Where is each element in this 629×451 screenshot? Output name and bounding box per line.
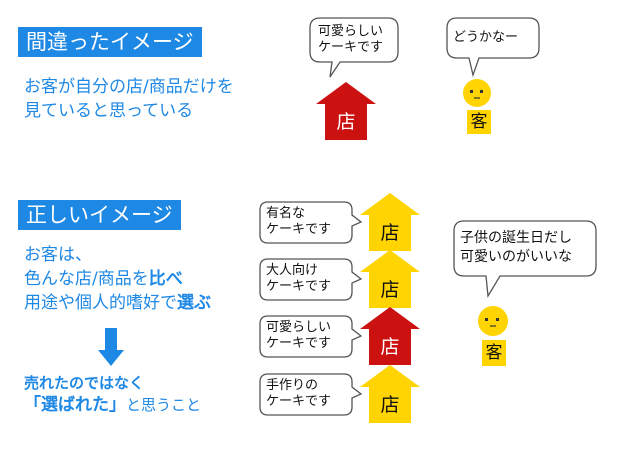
wrong-image-desc-line2: 見ていると思っている: [24, 101, 194, 121]
wrong-image-banner: 間違ったイメージ: [18, 27, 202, 57]
customer-label: 客: [482, 340, 506, 366]
customer-speech-bubble-bottom: 子供の誕生日だし 可愛いのがいいな: [452, 220, 598, 300]
bubble-text-line1: 有名な: [266, 206, 306, 221]
bubble-text-line2: 可愛いのがいいな: [460, 249, 572, 265]
desc-line3-emphasis: 選ぶ: [177, 293, 211, 313]
shop-house-icon: 店: [360, 250, 420, 308]
correct-image-banner: 正しいイメージ: [18, 200, 181, 230]
conclusion-line1: 売れたのではなく: [24, 374, 145, 392]
bubble-text-line1: 可愛らしい: [266, 320, 332, 335]
correct-desc-line1: お客は、: [24, 245, 92, 265]
shop-label: 店: [380, 394, 400, 416]
customer-face-icon: [463, 79, 491, 107]
shop-house-icon: 店: [360, 193, 420, 251]
conclusion-emphasis: 「選ばれた」: [24, 395, 126, 415]
down-arrow-icon: [98, 328, 124, 366]
bubble-text-line1: 子供の誕生日だし: [460, 230, 572, 246]
conclusion-line2: 「選ばれた」と思うこと: [24, 394, 201, 416]
bubble-text: どうかなー: [453, 30, 519, 45]
bubble-shape: [259, 373, 363, 416]
bubble-shape: [259, 315, 363, 358]
bubble-text-line2: ケーキです: [266, 279, 332, 294]
shop-label: 店: [380, 222, 400, 244]
bubble-shape: [259, 258, 363, 301]
customer-speech-bubble: どうかなー: [445, 17, 541, 78]
shop-label: 店: [380, 279, 400, 301]
bubble-shape: [259, 201, 363, 244]
shop-house-icon: 店: [360, 365, 420, 423]
desc-line2-text: 色んな店/商品を: [24, 269, 149, 289]
bubble-text-line1: 手作りの: [266, 378, 319, 393]
customer-face-icon: [478, 306, 508, 336]
bubble-shape: [309, 17, 399, 78]
bubble-text-line1: 大人向け: [266, 263, 319, 278]
shop-speech-bubble: 手作りのケーキです: [258, 373, 363, 417]
shop-speech-bubble: 可愛らしい ケーキです: [308, 17, 400, 78]
shop-house-icon: 店: [316, 82, 376, 140]
conclusion-text: と思うこと: [126, 396, 202, 414]
shop-label: 店: [380, 336, 400, 358]
desc-line2-emphasis: 比べ: [148, 269, 183, 289]
bubble-text-line2: ケーキです: [318, 40, 384, 55]
shop-speech-bubble: 可愛らしいケーキです: [258, 315, 363, 359]
shop-label: 店: [336, 111, 356, 133]
bubble-shape: [453, 220, 597, 299]
bubble-text-line2: ケーキです: [266, 394, 332, 409]
desc-line3-text: 用途や個人的嗜好で: [24, 293, 177, 313]
bubble-shape: [446, 17, 540, 78]
correct-desc-line2: 色んな店/商品を比べ: [24, 268, 183, 290]
bubble-text-line2: ケーキです: [266, 336, 332, 351]
customer-label: 客: [467, 110, 491, 134]
correct-desc-line3: 用途や個人的嗜好で選ぶ: [24, 292, 211, 314]
bubble-text-line2: ケーキです: [266, 222, 332, 237]
shop-speech-bubble: 有名なケーキです: [258, 201, 363, 245]
shop-house-icon: 店: [360, 307, 420, 365]
wrong-image-desc-line1: お客が自分の店/商品だけを: [24, 77, 234, 97]
bubble-text-line1: 可愛らしい: [318, 24, 384, 39]
shop-speech-bubble: 大人向けケーキです: [258, 258, 363, 302]
